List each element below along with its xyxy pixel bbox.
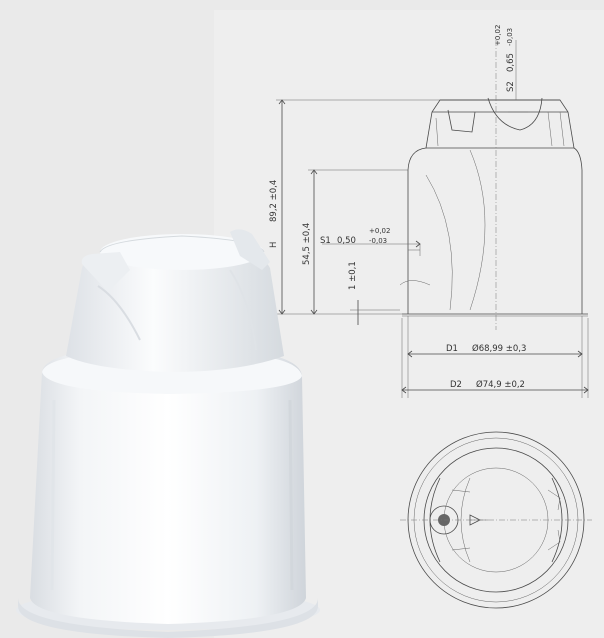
dim-s1-value: 0,50: [337, 236, 356, 246]
dim-d1-value: Ø68,99 ±0,3: [472, 343, 526, 354]
dim-s1-tol-minus: -0,03: [369, 237, 387, 245]
dim-height-mid: 54,5 ±0,4: [302, 223, 312, 265]
dim-s2-value: 0,65: [506, 53, 516, 72]
dim-d1-label: D1: [446, 344, 458, 354]
dim-d2-label: D2: [450, 380, 462, 390]
top-view-drawing: [400, 431, 592, 609]
dim-s2-tol-plus: +0,02: [494, 25, 502, 46]
dim-height-small: 1 ±0,1: [348, 261, 358, 290]
dim-s1-tol-plus: +0,02: [369, 227, 390, 235]
dim-height-total: 89,2 ±0,4: [269, 180, 279, 222]
dim-s1-label: S1: [320, 236, 331, 246]
dimension-lines: [276, 40, 589, 398]
dim-d2-value: Ø74,9 ±0,2: [476, 379, 525, 390]
dimension-labels: 89,2 ±0,4 H 54,5 ±0,4 1 ±0,1 S1 0,50 +0,…: [269, 25, 526, 390]
dim-s2-tol-minus: -0,03: [506, 28, 514, 46]
dim-s2-label: S2: [506, 81, 516, 92]
dim-h-label: H: [269, 242, 279, 248]
side-view-drawing: [399, 40, 588, 330]
product-photo: [16, 229, 320, 638]
